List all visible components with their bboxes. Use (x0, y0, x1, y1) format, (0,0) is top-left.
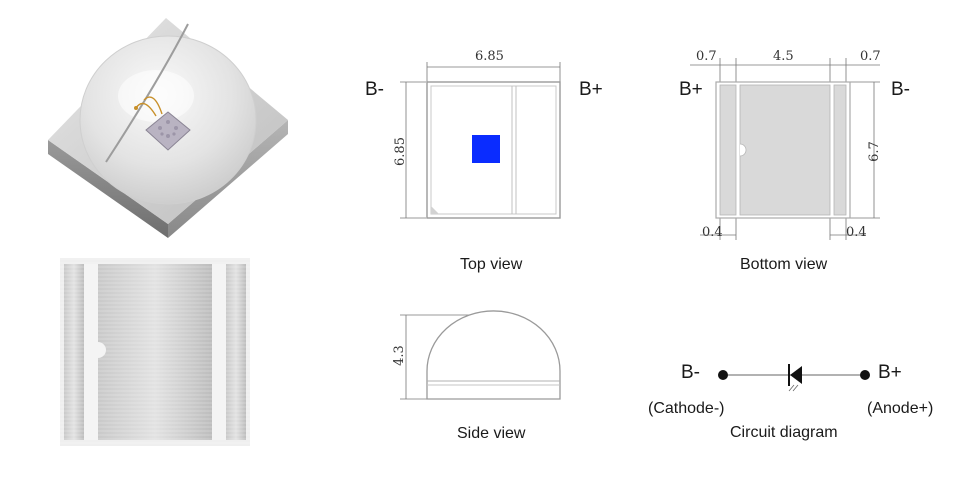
side-view-height-dim: 4.3 (391, 345, 407, 366)
bottom-view-center-pad-dim: 4.5 (773, 49, 794, 64)
bottom-view-drawing (690, 58, 880, 240)
top-view-left-pin: B- (365, 79, 384, 100)
circuit-right-pin: B+ (878, 362, 902, 383)
circuit-caption: Circuit diagram (730, 424, 838, 441)
bottom-view-left-gap-dim: 0.4 (702, 225, 723, 240)
bottom-view-right-gap-dim: 0.4 (846, 225, 867, 240)
led-chip-square (472, 135, 500, 163)
anode-terminal-dot (860, 370, 870, 380)
bottom-view-left-pin: B+ (679, 79, 703, 100)
top-view-drawing (400, 62, 561, 219)
side-view-drawing (400, 310, 561, 400)
top-view-right-pin: B+ (579, 79, 603, 100)
top-view-caption: Top view (460, 256, 523, 273)
bottom-view-left-pad-dim: 0.7 (696, 49, 717, 64)
cathode-terminal-dot (718, 370, 728, 380)
top-view-width-dim: 6.85 (475, 49, 504, 64)
led-bottom-photo (60, 258, 250, 446)
top-view-height-dim: 6.85 (392, 137, 408, 166)
bottom-view-height-dim: 6.7 (866, 141, 882, 162)
circuit-right-desc: (Anode+) (867, 400, 934, 417)
bottom-view-right-pin: B- (891, 79, 910, 100)
led-top-photo (48, 18, 288, 238)
circuit-left-desc: (Cathode-) (648, 400, 725, 417)
side-view-caption: Side view (457, 425, 526, 442)
diode-symbol (788, 364, 802, 392)
bottom-view-right-pad-dim: 0.7 (860, 49, 881, 64)
bottom-view-caption: Bottom view (740, 256, 828, 273)
circuit-left-pin: B- (681, 362, 700, 383)
circuit-schematic (718, 364, 870, 392)
